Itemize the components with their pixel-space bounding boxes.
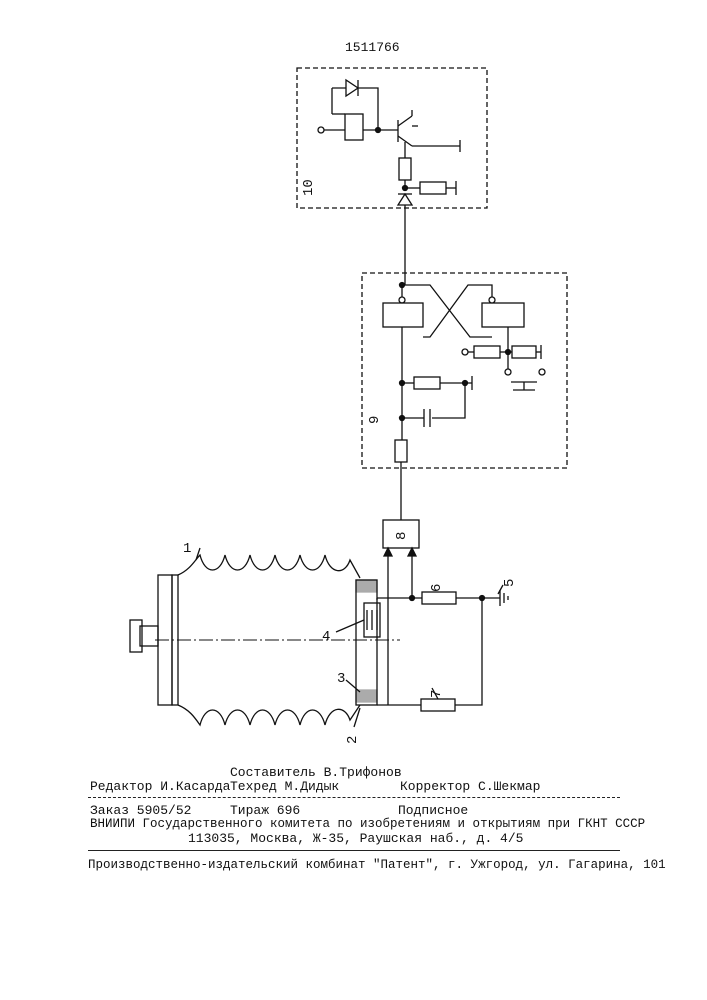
- trigger-right: [482, 303, 524, 327]
- address-text: 113035, Москва, Ж-35, Раушская наб., д. …: [188, 831, 523, 846]
- circulation-text: Тираж 696: [230, 803, 300, 818]
- label-10: 10: [301, 179, 317, 196]
- trigger-left: [383, 303, 423, 327]
- resistor-6: [422, 592, 456, 604]
- terminal-left: [318, 127, 324, 133]
- label-1: 1: [183, 541, 191, 557]
- patent-number: 1511766: [345, 40, 400, 55]
- rule-bottom: [88, 850, 620, 851]
- editor-line: Редактор И.Касарда: [90, 779, 230, 794]
- label-3: 3: [337, 671, 345, 687]
- label-6: 6: [429, 584, 445, 592]
- compiler-line: Составитель В.Трифонов: [230, 765, 402, 780]
- rule-top: [88, 797, 620, 798]
- bellows-stud: [140, 626, 158, 646]
- label-4: 4: [322, 629, 330, 645]
- membrane-2: [356, 580, 377, 705]
- institute-text: ВНИИПИ Государственного комитета по изоб…: [90, 817, 645, 831]
- publisher-text: Производственно-издательский комбинат "П…: [88, 858, 666, 872]
- label-9: 9: [367, 416, 383, 424]
- label-8: 8: [394, 532, 410, 540]
- relay-coil: [345, 114, 363, 140]
- corrector-line: Корректор С.Шекмар: [400, 779, 540, 794]
- techred-line: Техред М.Дидык: [230, 779, 339, 794]
- subscription-text: Подписное: [398, 803, 468, 818]
- label-2: 2: [345, 736, 361, 744]
- block-9-frame: [362, 273, 567, 468]
- block-10-frame: [297, 68, 487, 208]
- order-text: Заказ 5905/52: [90, 803, 191, 818]
- label-7: 7: [429, 690, 445, 698]
- resistor-7: [421, 699, 455, 711]
- label-5: 5: [502, 579, 518, 587]
